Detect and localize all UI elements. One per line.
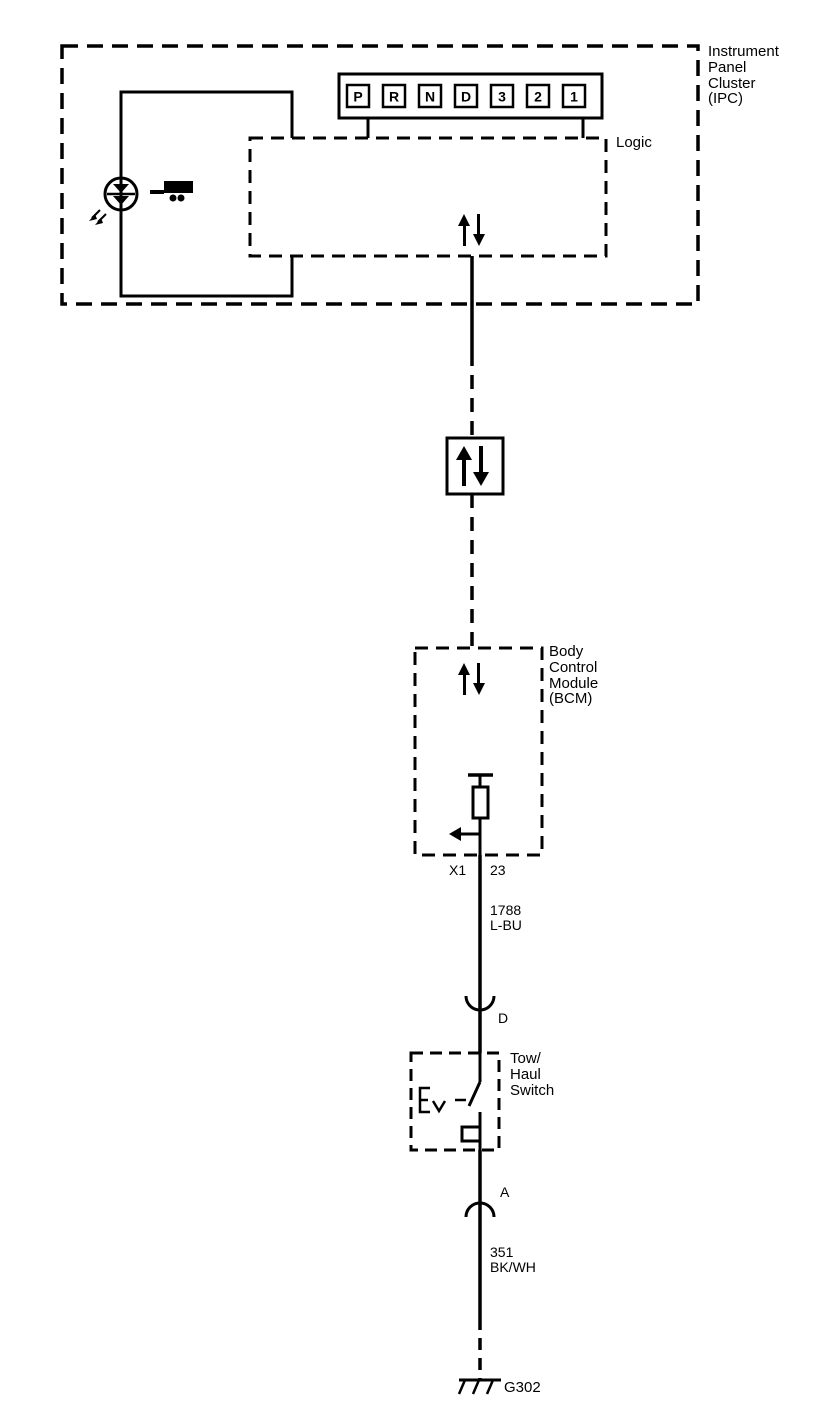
connector-d-label: D <box>498 1010 509 1026</box>
switch-label: Tow/ Haul Switch <box>510 1050 555 1099</box>
wire-351-label: 351 BK/WH <box>490 1244 536 1275</box>
bcm-serial-data-arrows-icon <box>458 663 485 695</box>
switch-contact-lever <box>467 1081 482 1107</box>
prndl-letter: N <box>425 89 435 105</box>
prndl-display-frame <box>337 72 604 120</box>
switch-lower-contact <box>460 1125 480 1143</box>
logic-serial-data-arrows-icon <box>458 214 485 246</box>
prndl-cell-3: 3 <box>489 83 515 109</box>
prndl-letter: R <box>389 89 399 105</box>
lamp-circuit-wire <box>119 90 294 298</box>
prndl-cell-n: N <box>417 83 443 109</box>
bcm-boundary <box>413 646 544 857</box>
prndl-letter: D <box>461 89 471 105</box>
serial-data-symbol-box <box>445 436 505 496</box>
prndl-letter: P <box>353 89 362 105</box>
bcm-label: Body Control Module (BCM) <box>549 643 599 708</box>
prndl-letter: 1 <box>570 89 578 105</box>
bcm-connector-label: X1 <box>449 862 467 878</box>
tow-haul-lamp-icon <box>103 176 139 212</box>
wire-1788-label: 1788 L-BU <box>490 902 522 933</box>
tow-haul-switch-boundary <box>409 1051 501 1152</box>
logic-label: Logic <box>616 134 652 151</box>
prndl-cell-p: P <box>345 83 371 109</box>
prndl-cell-1: 1 <box>561 83 587 109</box>
trailer-icon <box>150 181 193 202</box>
prndl-letter: 3 <box>498 89 506 105</box>
connector-a-label: A <box>500 1184 510 1200</box>
logic-boundary <box>248 136 608 258</box>
prndl-cell-2: 2 <box>525 83 551 109</box>
prndl-letter: 2 <box>534 89 542 105</box>
bcm-input-arrow-icon <box>449 827 461 841</box>
bcm-pin-label: 23 <box>490 862 506 878</box>
ipc-boundary <box>60 44 700 306</box>
serial-data-arrows-icon <box>456 446 489 486</box>
connector-a <box>464 1201 496 1218</box>
prndl-cell-d: D <box>453 83 479 109</box>
prndl-indicator: P R N D 3 2 1 <box>345 83 587 109</box>
bcm-pullup-resistor <box>471 785 490 820</box>
mechanical-actuator-icon <box>418 1086 447 1114</box>
ground-label: G302 <box>504 1379 541 1396</box>
ipc-label: Instrument Panel Cluster (IPC) <box>708 43 779 108</box>
prndl-cell-r: R <box>381 83 407 109</box>
